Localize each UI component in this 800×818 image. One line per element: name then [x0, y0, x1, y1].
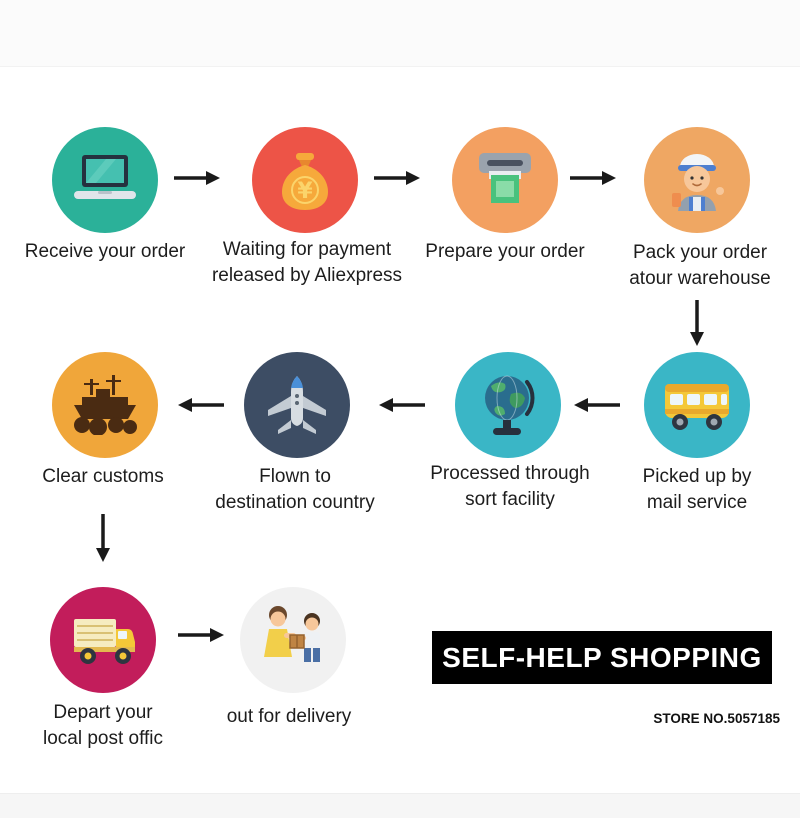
arrow-right-icon [174, 171, 220, 185]
step-circle-out-for-delivery [240, 587, 346, 693]
airplane-icon [268, 376, 326, 434]
step-circle-receive-order [52, 127, 158, 233]
step-circle-sort-facility [455, 352, 561, 458]
warehouse-worker-icon [672, 154, 724, 211]
bottom-margin [0, 793, 800, 818]
arrow-right-icon [374, 171, 420, 185]
step-circle-waiting-payment: ¥ [252, 127, 358, 233]
self-help-shopping-banner: SELF-HELP SHOPPING [432, 631, 772, 684]
laptop-icon [74, 155, 136, 199]
step-label-out-for-delivery: out for delivery [226, 706, 352, 727]
arrow-down-icon [96, 514, 110, 562]
step-circle-pack-order [644, 127, 750, 233]
arrow-down-icon [690, 300, 704, 346]
delivery-people-icon [264, 606, 320, 662]
arrow-left-icon [178, 398, 224, 412]
globe-icon [485, 375, 535, 435]
delivery-truck-icon [74, 619, 135, 664]
step-label-clear-customs: Clear customs [42, 466, 164, 487]
step-circle-prepare-order [452, 127, 558, 233]
step-label-sort-facility: Processed through sort facility [430, 463, 590, 511]
arrow-left-icon [379, 398, 425, 412]
step-label-waiting-payment: Waiting for payment released by Aliexpre… [211, 239, 403, 287]
step-circle-flown-destination [244, 352, 350, 458]
cargo-ship-icon [74, 375, 137, 435]
store-number: STORE NO.5057185 [653, 711, 780, 726]
money-bag-icon: ¥ [282, 153, 328, 210]
step-label-receive-order: Receive your order [24, 241, 186, 262]
step-circle-clear-customs [52, 352, 158, 458]
atm-icon [479, 153, 531, 203]
step-circle-depart-post-office [50, 587, 156, 693]
arrow-left-icon [574, 398, 620, 412]
school-bus-icon [665, 384, 729, 430]
step-label-picked-up: Picked up by mail service [642, 466, 752, 514]
arrow-right-icon [178, 628, 224, 642]
svg-text:¥: ¥ [297, 179, 313, 204]
step-circle-picked-up [644, 352, 750, 458]
arrow-right-icon [570, 171, 616, 185]
top-margin [0, 0, 800, 67]
step-label-prepare-order: Prepare your order [425, 241, 585, 262]
step-label-flown-destination: Flown to destination country [215, 466, 375, 514]
step-label-depart-post-office: Depart your local post offic [42, 702, 164, 750]
step-label-pack-order: Pack your order atour warehouse [629, 242, 771, 290]
